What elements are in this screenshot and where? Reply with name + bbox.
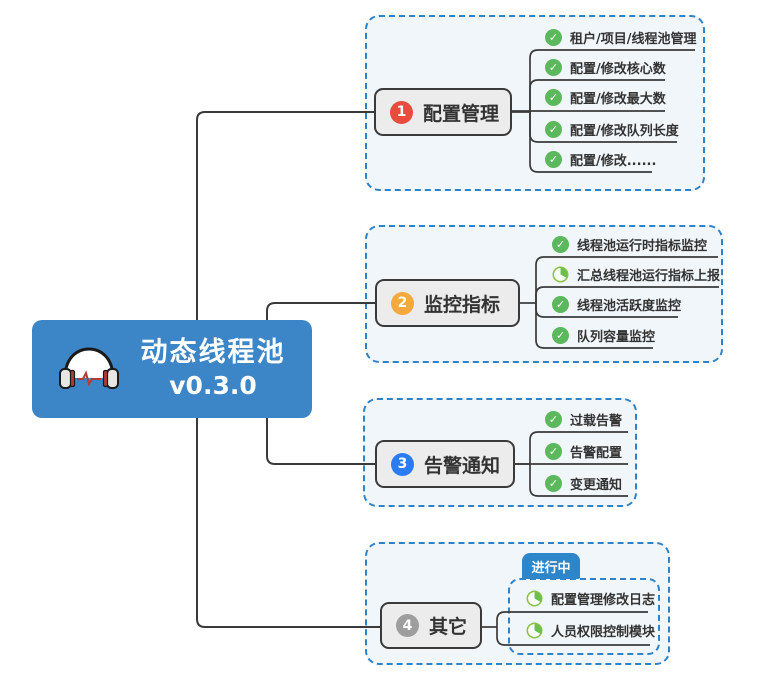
leaf-label: 配置/修改...... (570, 154, 657, 169)
number-1-icon: 1 (390, 100, 413, 124)
branch-label: 配置管理 (423, 102, 500, 125)
branch-node-alert-notification[interactable]: 3 告警通知 (375, 440, 515, 488)
check-icon: ✓ (545, 475, 562, 492)
leaf-item[interactable]: ✓ 线程池活跃度监控 (552, 295, 681, 314)
in-progress-icon (526, 590, 543, 607)
branch-node-others[interactable]: 4 其它 (380, 602, 482, 649)
check-icon: ✓ (545, 151, 562, 168)
in-progress-icon (552, 266, 569, 283)
status-badge-in-progress: 进行中 (522, 553, 580, 579)
leaf-item[interactable]: ✓ 队列容量监控 (552, 326, 655, 345)
leaf-item[interactable]: ✓ 配置/修改队列长度 (545, 120, 679, 139)
leaf-item[interactable]: 人员权限控制模块 (526, 621, 655, 640)
branch-node-monitoring-metrics[interactable]: 2 监控指标 (375, 279, 520, 327)
in-progress-icon (526, 622, 543, 639)
check-icon: ✓ (545, 411, 562, 428)
leaf-label: 告警配置 (570, 446, 623, 461)
check-icon: ✓ (545, 121, 562, 138)
number-3-icon: 3 (391, 452, 414, 476)
leaf-item[interactable]: ✓ 配置/修改最大数 (545, 88, 666, 107)
branch-label: 监控指标 (424, 293, 501, 316)
leaf-label: 队列容量监控 (577, 330, 656, 345)
leaf-label: 线程池运行时指标监控 (577, 239, 708, 254)
number-2-icon: 2 (391, 291, 414, 315)
leaf-label: 配置/修改队列长度 (570, 124, 679, 139)
check-icon: ✓ (545, 29, 562, 46)
leaf-label: 租户/项目/线程池管理 (570, 32, 697, 47)
leaf-label: 配置/修改最大数 (570, 92, 666, 107)
leaf-label: 配置/修改核心数 (570, 62, 666, 77)
leaf-item[interactable]: ✓ 告警配置 (545, 442, 622, 461)
leaf-item[interactable]: ✓ 租户/项目/线程池管理 (545, 28, 697, 47)
root-title-line2: v0.3.0 (169, 371, 257, 401)
root-title-line1: 动态线程池 (140, 337, 286, 369)
check-icon: ✓ (552, 296, 569, 313)
leaf-label: 配置管理修改日志 (551, 593, 656, 608)
root-title: 动态线程池 v0.3.0 (124, 335, 302, 403)
number-4-icon: 4 (396, 614, 419, 637)
root-node[interactable]: 动态线程池 v0.3.0 (32, 320, 312, 418)
check-icon: ✓ (545, 443, 562, 460)
leaf-label: 人员权限控制模块 (551, 625, 656, 640)
check-icon: ✓ (545, 89, 562, 106)
check-icon: ✓ (552, 327, 569, 344)
leaf-item[interactable]: ✓ 配置/修改...... (545, 150, 656, 169)
headphones-icon (54, 340, 124, 398)
check-icon: ✓ (545, 59, 562, 76)
branch-label: 其它 (429, 616, 468, 638)
leaf-label: 线程池活跃度监控 (577, 299, 682, 314)
leaf-label: 汇总线程池运行指标上报 (577, 269, 721, 284)
leaf-item[interactable]: 汇总线程池运行指标上报 (552, 265, 720, 284)
leaf-item[interactable]: ✓ 线程池运行时指标监控 (552, 235, 707, 254)
leaf-item[interactable]: ✓ 过载告警 (545, 410, 622, 429)
check-icon: ✓ (552, 236, 569, 253)
leaf-label: 变更通知 (570, 478, 623, 493)
leaf-item[interactable]: ✓ 配置/修改核心数 (545, 58, 666, 77)
group-in-progress (508, 578, 660, 655)
branch-label: 告警通知 (424, 454, 501, 477)
leaf-item[interactable]: ✓ 变更通知 (545, 474, 622, 493)
leaf-label: 过载告警 (570, 414, 623, 429)
branch-node-config-management[interactable]: 1 配置管理 (374, 88, 512, 136)
leaf-item[interactable]: 配置管理修改日志 (526, 589, 655, 608)
